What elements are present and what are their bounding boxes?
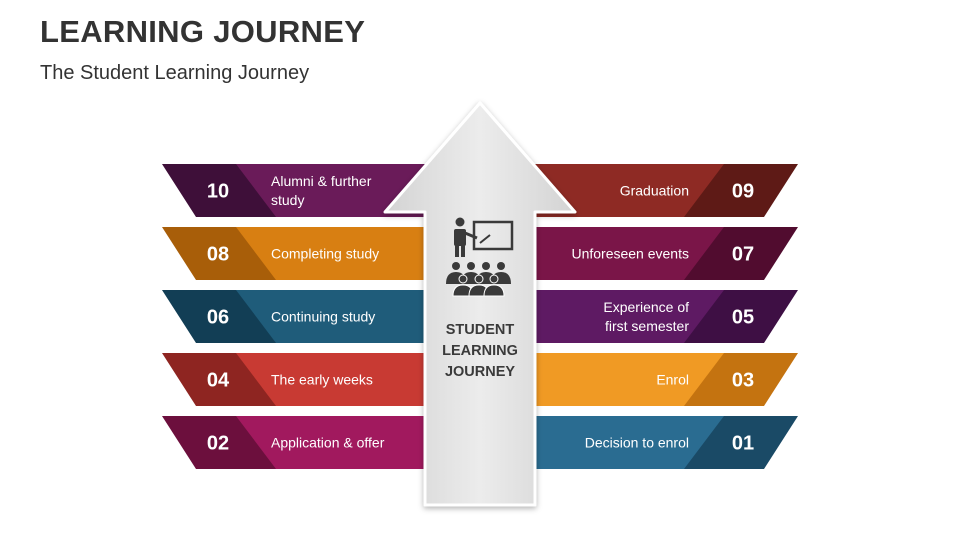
step-label: first semester bbox=[605, 318, 689, 334]
step-number-tab bbox=[162, 164, 276, 217]
step-number: 08 bbox=[207, 244, 229, 266]
step-band bbox=[530, 290, 724, 343]
step-10: 10 Alumni & further study bbox=[162, 164, 430, 217]
central-arrow bbox=[383, 101, 577, 507]
step-06: 06 Continuing study bbox=[162, 290, 430, 343]
step-number-tab bbox=[684, 353, 798, 406]
step-band bbox=[530, 164, 724, 217]
step-label: Enrol bbox=[656, 372, 689, 388]
step-band bbox=[236, 164, 430, 217]
step-number-tab bbox=[684, 290, 798, 343]
step-09: 09 Graduation bbox=[530, 164, 798, 217]
step-label: The early weeks bbox=[271, 372, 373, 388]
step-number-tab bbox=[684, 416, 798, 469]
step-number: 09 bbox=[732, 181, 754, 203]
page-subtitle: The Student Learning Journey bbox=[40, 62, 310, 84]
step-number-tab bbox=[162, 416, 276, 469]
step-band bbox=[236, 416, 430, 469]
step-label: Experience of bbox=[603, 299, 689, 315]
step-band bbox=[530, 227, 724, 280]
step-number: 05 bbox=[732, 307, 754, 329]
center-label: STUDENT LEARNING JOURNEY bbox=[442, 322, 518, 380]
step-label: Unforeseen events bbox=[571, 246, 689, 262]
page-title: LEARNING JOURNEY bbox=[40, 14, 366, 49]
step-band bbox=[530, 416, 724, 469]
step-label: Decision to enrol bbox=[585, 435, 689, 451]
step-number: 06 bbox=[207, 307, 229, 329]
center-label-line: LEARNING bbox=[442, 343, 518, 359]
step-02: 02 Application & offer bbox=[162, 416, 430, 469]
step-band bbox=[236, 290, 430, 343]
step-band bbox=[236, 227, 430, 280]
step-number: 10 bbox=[207, 181, 229, 203]
step-number: 03 bbox=[732, 370, 754, 392]
teacher-presentation-icon bbox=[446, 217, 514, 297]
step-label: Application & offer bbox=[271, 435, 385, 451]
journey-steps: 10 Alumni & further study 08 Completing stud… bbox=[162, 164, 798, 469]
step-03: 03 Enrol bbox=[530, 353, 798, 406]
step-band bbox=[236, 353, 430, 406]
step-number: 04 bbox=[207, 370, 230, 392]
step-04: 04 The early weeks bbox=[162, 353, 430, 406]
step-07: 07 Unforeseen events bbox=[530, 227, 798, 280]
step-label: Graduation bbox=[620, 183, 689, 199]
step-number-tab bbox=[684, 227, 798, 280]
step-number-tab bbox=[684, 164, 798, 217]
center-label-line: JOURNEY bbox=[445, 364, 515, 380]
step-label: study bbox=[271, 192, 304, 208]
step-08: 08 Completing study bbox=[162, 227, 430, 280]
step-number: 01 bbox=[732, 433, 754, 455]
step-number: 07 bbox=[732, 244, 754, 266]
step-label: Alumni & further bbox=[271, 173, 372, 189]
step-label: Completing study bbox=[271, 246, 379, 262]
step-label: Continuing study bbox=[271, 309, 375, 325]
step-01: 01 Decision to enrol bbox=[530, 416, 798, 469]
step-number: 02 bbox=[207, 433, 229, 455]
step-number-tab bbox=[162, 290, 276, 343]
center-label-line: STUDENT bbox=[446, 322, 515, 338]
step-band bbox=[530, 353, 724, 406]
step-05: 05 Experience of first semester bbox=[530, 290, 798, 343]
step-number-tab bbox=[162, 227, 276, 280]
step-number-tab bbox=[162, 353, 276, 406]
